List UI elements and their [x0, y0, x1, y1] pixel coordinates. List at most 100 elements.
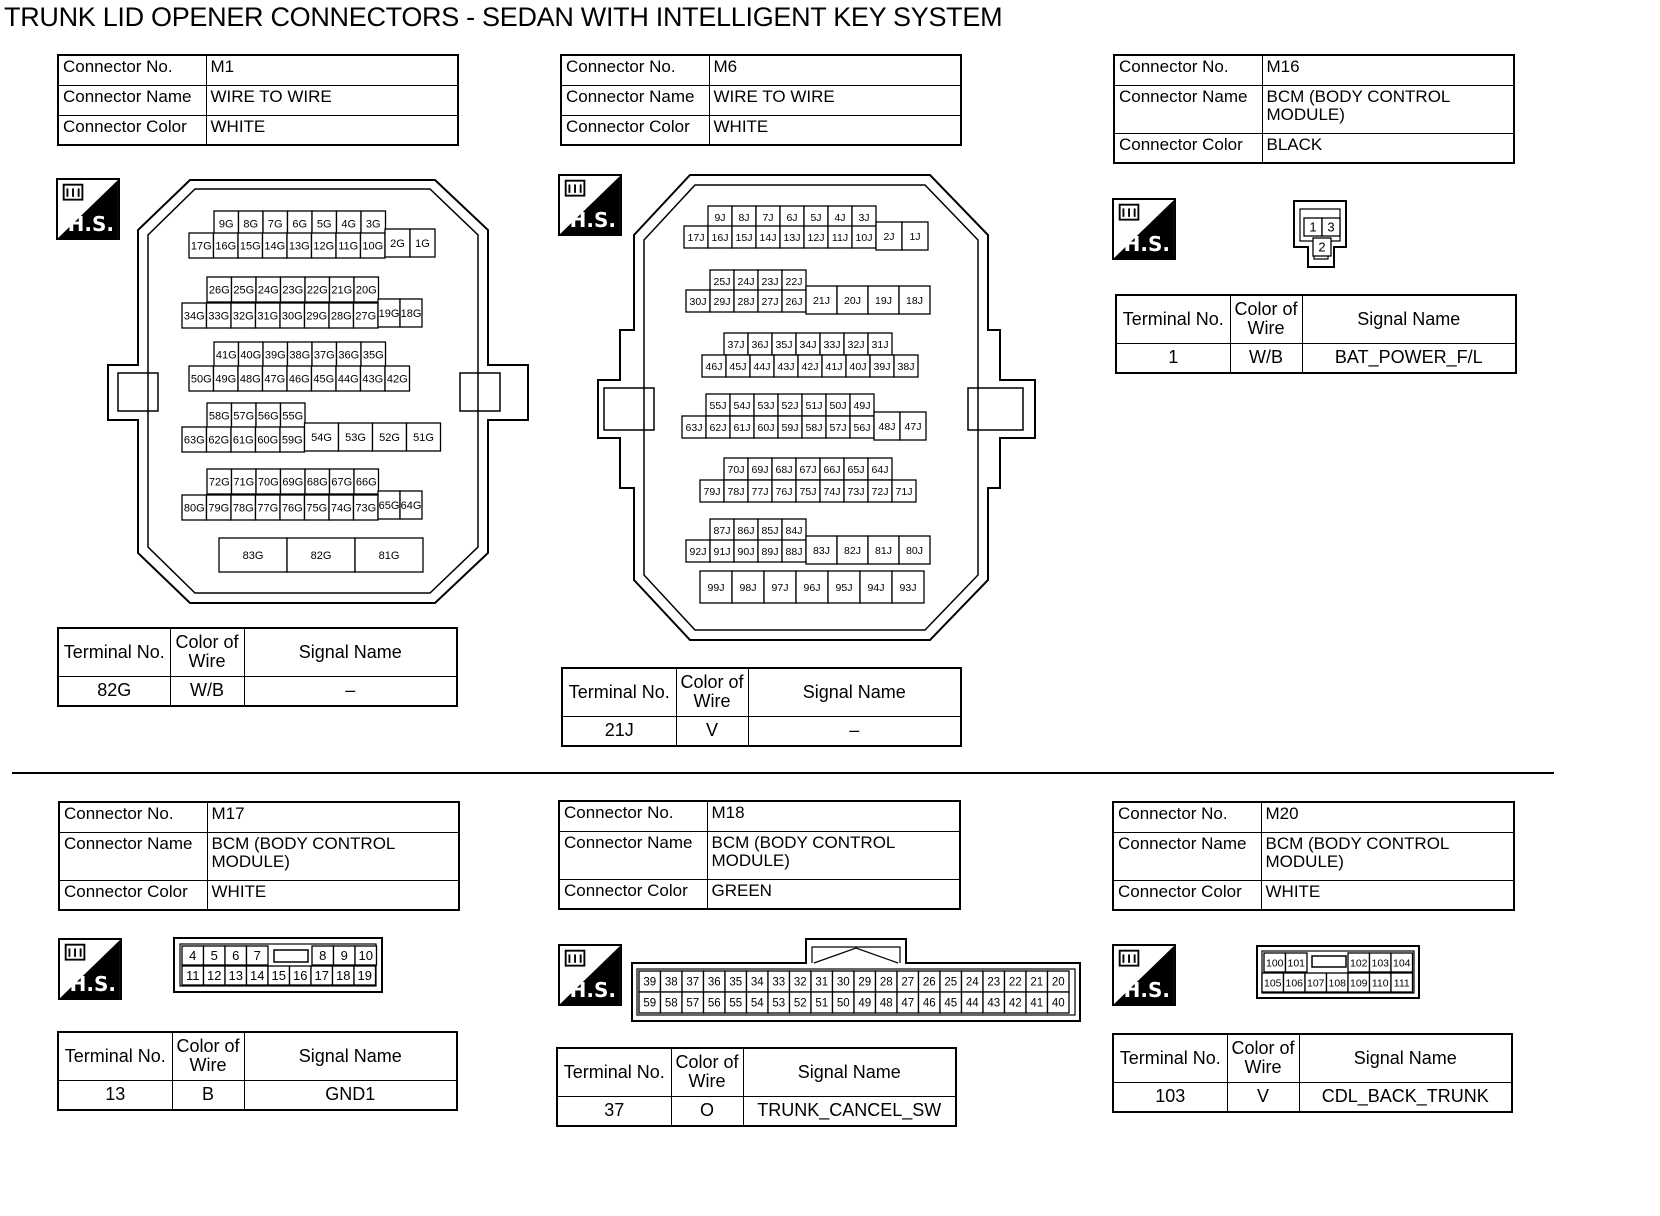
latch	[117, 372, 159, 412]
terminal-pin	[303, 422, 340, 452]
pin-label: 110	[1372, 977, 1389, 989]
table-row: 103 V CDL_BACK_TRUNK	[1112, 1081, 1513, 1113]
latch	[967, 387, 1024, 431]
pin-label: 97J	[772, 582, 789, 594]
connector-name-value: WIRE TO WIRE	[708, 84, 962, 116]
latch	[603, 387, 655, 431]
terminal-no-cell: 37	[556, 1095, 672, 1127]
pin-label: 2	[1318, 240, 1325, 255]
pin-label: 33	[772, 977, 785, 989]
signal-name-header: Signal Name	[1298, 1033, 1513, 1083]
signal-name-cell: GND1	[243, 1079, 458, 1111]
pin-label: 42G	[387, 373, 408, 385]
terminal-pin	[359, 365, 386, 392]
pin-label: 28J	[738, 296, 755, 308]
color-of-wire-header: Color of Wire	[670, 1047, 744, 1097]
table-row: 1 W/B BAT_POWER_F/L	[1115, 342, 1517, 374]
pin-label: 99J	[708, 582, 725, 594]
pin-label: 21J	[813, 295, 830, 307]
terminal-pin	[328, 494, 355, 521]
connector-no-value: M6	[708, 54, 962, 86]
connector-housing	[631, 938, 1081, 1022]
pin-label: 54G	[311, 432, 332, 444]
terminal-pin	[261, 365, 288, 392]
pin-label: 29	[858, 977, 871, 989]
pin-label: 19G	[379, 308, 400, 320]
pin-label: 105	[1264, 977, 1282, 989]
pin-label: 70G	[258, 476, 279, 488]
terminal-pin	[1321, 217, 1341, 237]
connector-name-value: WIRE TO WIRE	[205, 84, 459, 116]
pin-label: 18	[336, 968, 350, 983]
pin-label: 107	[1307, 977, 1325, 989]
pin-label: 13G	[289, 240, 310, 252]
pin-label: 87J	[714, 525, 731, 537]
pin-label: 8J	[738, 212, 749, 224]
pin-label: 83J	[813, 545, 830, 557]
pin-label: 40	[1052, 998, 1065, 1010]
pin-label: 56G	[258, 410, 279, 422]
pin-label: 83G	[243, 550, 264, 562]
terminal-pin	[1390, 972, 1414, 993]
harness-side-icon: H.S.	[558, 944, 622, 1006]
pin-label: 62J	[710, 422, 727, 434]
terminal-pin	[335, 232, 362, 259]
pin-label: 57J	[830, 422, 847, 434]
pin-label: 68J	[776, 464, 793, 476]
terminal-pin	[873, 411, 901, 441]
pin-label: 18J	[906, 295, 923, 307]
pin-label: 21	[1030, 977, 1043, 989]
connector-housing-inner	[1261, 950, 1415, 994]
terminal-pin	[898, 535, 931, 565]
terminal-pin	[245, 945, 269, 966]
pin-label: 9G	[219, 218, 234, 230]
terminal-pin	[311, 341, 338, 368]
pin-label: 44G	[338, 373, 359, 385]
pin-label: 8G	[243, 218, 258, 230]
pin-label: 47G	[264, 373, 285, 385]
pin-label: 29J	[714, 296, 731, 308]
pin-label: 5J	[810, 212, 821, 224]
pin-label: 108	[1328, 977, 1346, 989]
pin-label: 25G	[233, 284, 254, 296]
terminal-pin	[328, 276, 355, 303]
wire-color-cell: W/B	[169, 675, 245, 707]
connector-no-label: Connector No.	[1112, 801, 1262, 833]
terminal-pin	[279, 276, 306, 303]
wire-color-cell: O	[670, 1095, 744, 1127]
terminal-pin	[352, 494, 379, 521]
pin-label: 23	[987, 977, 1000, 989]
terminal-pin	[181, 494, 208, 521]
pin-label: 95J	[836, 582, 853, 594]
pin-label: 26G	[209, 284, 230, 296]
pin-label: 35	[729, 977, 742, 989]
pin-label: 25	[944, 977, 957, 989]
pin-label: 82J	[844, 545, 861, 557]
connector-color-label: Connector Color	[58, 879, 208, 911]
pin-label: 17G	[191, 240, 212, 252]
terminal-table-m6: Terminal No. Color of Wire Signal Name 2…	[561, 667, 962, 747]
pin-label: 43J	[778, 361, 795, 373]
pin-label: 22J	[786, 276, 803, 288]
terminal-pin	[212, 232, 239, 259]
pin-label: 66G	[356, 476, 377, 488]
terminal-no-cell: 13	[57, 1079, 173, 1111]
terminal-pin	[898, 285, 931, 315]
pin-label: 21G	[331, 284, 352, 296]
connector-color-value: GREEN	[706, 878, 961, 910]
pin-label: 6	[232, 948, 239, 963]
pin-label: 51G	[413, 432, 434, 444]
pin-label: 58J	[806, 422, 823, 434]
pin-label: 23G	[282, 284, 303, 296]
terminal-pin	[893, 354, 919, 378]
pin-label: 7J	[762, 212, 773, 224]
hs-label: H.S.	[569, 208, 616, 232]
connector-no-value: M20	[1260, 801, 1515, 833]
pin-label: 73G	[355, 502, 376, 514]
terminal-pin	[354, 537, 424, 573]
connector-housing-inner	[636, 968, 1076, 1016]
pin-label: 64G	[401, 500, 422, 512]
pin-label: 106	[1285, 977, 1303, 989]
